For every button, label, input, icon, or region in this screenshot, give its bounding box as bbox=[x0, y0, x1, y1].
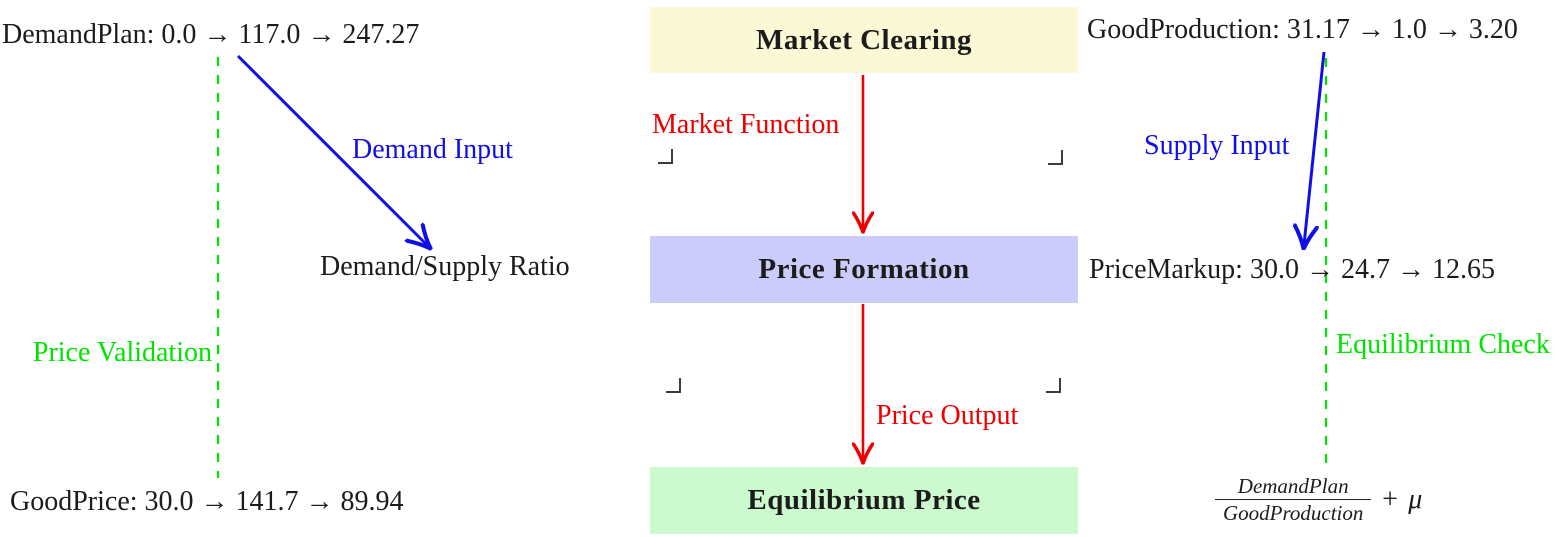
supply-input-edge-label: Supply Input bbox=[1144, 130, 1290, 161]
node-price-formation-label: Price Formation bbox=[758, 253, 970, 285]
equilibrium-check-edge-label: Equilibrium Check bbox=[1336, 329, 1550, 360]
equilibrium-formula: DemandPlan GoodProduction + μ bbox=[1215, 475, 1422, 524]
node-market-clearing: Market Clearing bbox=[650, 7, 1078, 73]
corner-bracket-icon bbox=[1046, 378, 1061, 393]
demand-supply-ratio-label: Demand/Supply Ratio bbox=[320, 251, 570, 282]
node-price-formation: Price Formation bbox=[650, 236, 1078, 303]
formula-operator: + bbox=[1380, 483, 1400, 515]
demand-input-arrow bbox=[236, 54, 428, 246]
variable-price-markup: PriceMarkup: 30.0 → 24.7 → 12.65 bbox=[1089, 254, 1495, 285]
supply-input-arrow bbox=[1304, 51, 1326, 245]
node-equilibrium-price-label: Equilibrium Price bbox=[747, 484, 981, 516]
price-output-edge-label: Price Output bbox=[876, 400, 1019, 431]
node-equilibrium-price: Equilibrium Price bbox=[650, 467, 1078, 534]
price-validation-edge-label: Price Validation bbox=[32, 337, 212, 368]
formula-numerator: DemandPlan bbox=[1237, 474, 1349, 498]
demand-input-edge-label: Demand Input bbox=[352, 134, 513, 165]
variable-good-production: GoodProduction: 31.17 → 1.0 → 3.20 bbox=[1087, 14, 1518, 45]
node-market-clearing-label: Market Clearing bbox=[755, 23, 973, 56]
formula-mu-symbol: μ bbox=[1408, 483, 1423, 515]
corner-bracket-icon bbox=[1048, 150, 1063, 165]
corner-bracket-icon bbox=[666, 378, 681, 393]
formula-denominator: GoodProduction bbox=[1215, 499, 1372, 524]
variable-demand-plan: DemandPlan: 0.0 → 117.0 → 247.27 bbox=[2, 19, 420, 50]
corner-bracket-icon bbox=[658, 149, 673, 164]
variable-good-price: GoodPrice: 30.0 → 141.7 → 89.94 bbox=[10, 486, 404, 517]
market-function-edge-label: Market Function bbox=[652, 109, 840, 140]
formula-fraction: DemandPlan GoodProduction bbox=[1215, 474, 1372, 524]
